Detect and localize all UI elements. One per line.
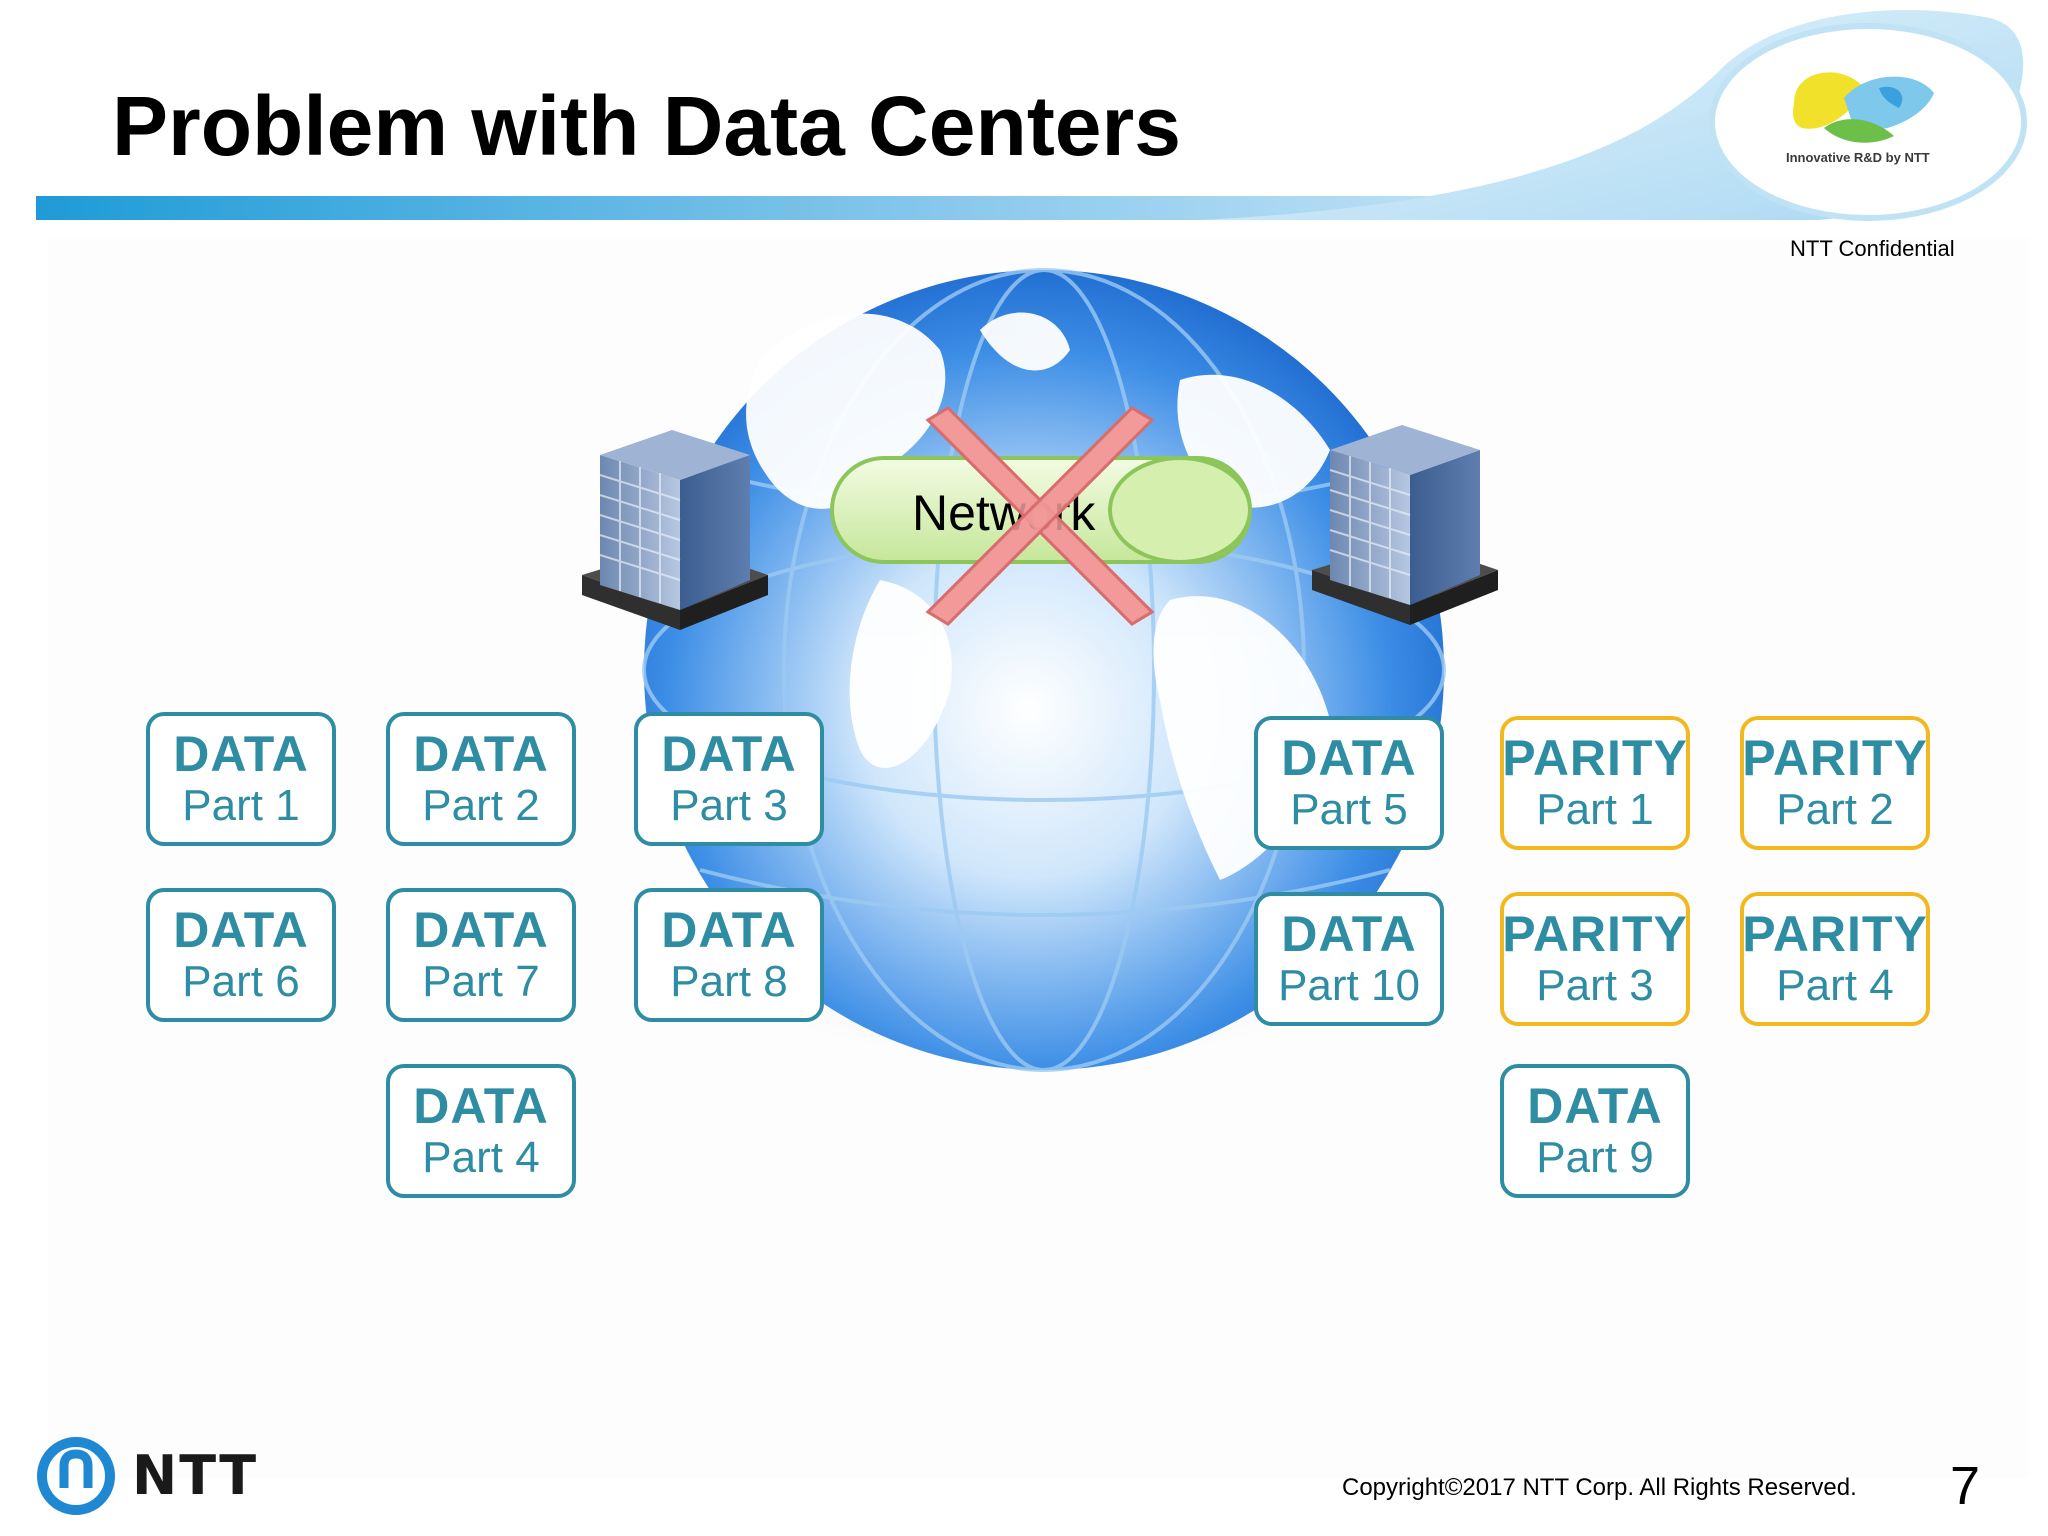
brand-logo-icon — [1792, 72, 1934, 143]
box-part: Part 7 — [422, 957, 540, 1007]
box-kind: DATA — [173, 726, 309, 783]
globe-icon — [642, 268, 1446, 1072]
box-kind: DATA — [173, 902, 309, 959]
box-part: Part 3 — [670, 781, 788, 831]
data-part-10-box: DATA Part 10 — [1254, 892, 1444, 1026]
parity-part-3-box: PARITY Part 3 — [1500, 892, 1690, 1026]
data-part-8-box: DATA Part 8 — [634, 888, 824, 1022]
box-part: Part 9 — [1536, 1133, 1654, 1183]
box-kind: PARITY — [1742, 906, 1928, 963]
box-part: Part 1 — [1536, 785, 1654, 835]
data-part-9-box: DATA Part 9 — [1500, 1064, 1690, 1198]
slide-title: Problem with Data Centers — [112, 79, 1181, 173]
data-part-5-box: DATA Part 5 — [1254, 716, 1444, 850]
brand-caption: Innovative R&D by NTT — [1786, 150, 1930, 165]
box-kind: PARITY — [1502, 906, 1688, 963]
copyright-text: Copyright©2017 NTT Corp. All Rights Rese… — [1342, 1474, 1857, 1501]
box-part: Part 2 — [422, 781, 540, 831]
parity-part-4-box: PARITY Part 4 — [1740, 892, 1930, 1026]
data-part-3-box: DATA Part 3 — [634, 712, 824, 846]
box-kind: DATA — [661, 726, 797, 783]
box-part: Part 4 — [422, 1133, 540, 1183]
parity-part-1-box: PARITY Part 1 — [1500, 716, 1690, 850]
box-part: Part 3 — [1536, 961, 1654, 1011]
box-kind: DATA — [413, 1078, 549, 1135]
ntt-logo-icon — [37, 1437, 115, 1515]
box-part: Part 1 — [182, 781, 300, 831]
box-kind: PARITY — [1502, 730, 1688, 787]
confidential-label: NTT Confidential — [1790, 236, 1955, 261]
box-part: Part 2 — [1776, 785, 1894, 835]
left-data-center-icon — [582, 430, 768, 630]
page-number: 7 — [1950, 1456, 1981, 1516]
box-part: Part 6 — [182, 957, 300, 1007]
box-kind: DATA — [661, 902, 797, 959]
ntt-wordmark: NTT — [132, 1444, 259, 1507]
data-part-1-box: DATA Part 1 — [146, 712, 336, 846]
box-kind: PARITY — [1742, 730, 1928, 787]
box-kind: DATA — [1527, 1078, 1663, 1135]
data-part-2-box: DATA Part 2 — [386, 712, 576, 846]
box-kind: DATA — [1281, 906, 1417, 963]
box-part: Part 8 — [670, 957, 788, 1007]
box-kind: DATA — [413, 902, 549, 959]
box-part: Part 10 — [1278, 961, 1420, 1011]
right-data-center-icon — [1312, 425, 1498, 625]
data-part-7-box: DATA Part 7 — [386, 888, 576, 1022]
box-kind: DATA — [1281, 730, 1417, 787]
box-part: Part 5 — [1290, 785, 1408, 835]
data-part-6-box: DATA Part 6 — [146, 888, 336, 1022]
data-part-4-box: DATA Part 4 — [386, 1064, 576, 1198]
parity-part-2-box: PARITY Part 2 — [1740, 716, 1930, 850]
box-kind: DATA — [413, 726, 549, 783]
box-part: Part 4 — [1776, 961, 1894, 1011]
